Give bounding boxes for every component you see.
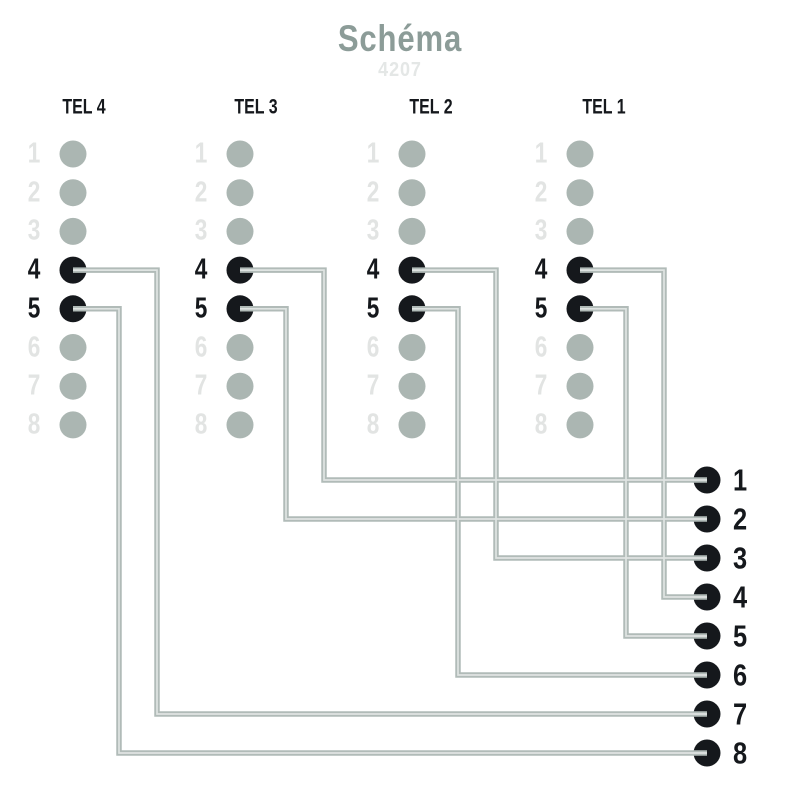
tel-3-pin-7-dot [226,372,254,400]
tel-4-pin-1-dot [59,140,87,168]
tel-4-pin-8-label: 8 [27,408,41,441]
wire-tel-1-pin-4-to-out-4-core [580,269,707,598]
schema-number: 4207 [378,59,422,81]
tel-3-pin-3-label: 3 [194,214,208,247]
tel-4-pin-1-label: 1 [27,137,41,170]
tel-4-pin-5-label: 5 [27,292,41,325]
out-pin-4-label: 4 [733,579,748,615]
tel-4-pin-8-dot [59,411,87,439]
tel-1-pin-5-label: 5 [534,292,548,325]
tel-3-pin-2-label: 2 [194,176,208,209]
tel-2-pin-8-label: 8 [366,408,380,441]
tel-4-pin-6-dot [59,334,87,361]
tel-1-pin-8-dot [566,411,594,439]
wire-tel-3-pin-5-to-out-2-core [240,307,707,520]
tel-2-header: TEL 2 [409,95,453,119]
tel-2-pin-6-dot [398,334,426,361]
tel-4-pin-3-label: 3 [27,214,41,247]
out-pin-3-label: 3 [733,540,748,576]
tel-2-pin-7-label: 7 [366,369,380,402]
tel-1-pin-1-dot [566,140,594,168]
tel-4-pin-2-label: 2 [27,176,41,209]
wire-tel-1-pin-5-to-out-5 [580,306,707,639]
tel-2-pin-3-dot [398,217,426,245]
tel-3-pin-3-dot [226,217,254,245]
tel-3-pin-8-label: 8 [194,408,208,441]
page-title: Schéma [337,18,463,59]
tel-2-pin-1-dot [398,140,426,168]
tel-3-pin-6-label: 6 [194,331,208,363]
tel-4-pin-3-dot [59,217,87,245]
tel-2-pin-3-label: 3 [366,214,380,247]
tel-4-pin-4-label: 4 [27,253,41,286]
tel-1-pin-7-label: 7 [534,369,548,402]
tel-1-pin-4-label: 4 [534,253,548,286]
tel-3-pin-5-label: 5 [194,292,208,325]
out-pin-5-label: 5 [733,618,748,654]
tel-1-pin-8-label: 8 [534,408,548,441]
tel-3-pin-8-dot [226,411,254,439]
tel-1-pin-2-dot [566,179,594,207]
wire-tel-3-pin-5-to-out-2 [240,306,707,522]
wire-tel-1-pin-4-to-out-4 [580,267,707,600]
tel-1-pin-3-dot [566,217,594,245]
wire-tel-4-pin-4-to-out-7-core [73,269,707,715]
tel-3-pin-6-dot [226,334,254,361]
wire-tel-1-pin-5-to-out-5-core [580,307,707,637]
tel-1-pin-6-label: 6 [534,331,548,363]
tel-2-pin-7-dot [398,372,426,400]
wire-tel-4-pin-5-to-out-8-core [73,307,707,754]
wire-tel-4-pin-4-to-out-7 [73,267,707,717]
out-pin-8-label: 8 [733,735,748,771]
out-pin-2-label: 2 [733,501,748,537]
tel-2-pin-6-label: 6 [366,331,380,363]
wire-tel-2-pin-4-to-out-3-core [412,269,707,559]
tel-4-pin-6-label: 6 [27,331,41,363]
tel-1-pin-6-dot [566,334,594,361]
tel-1-pin-7-dot [566,372,594,400]
wire-tel-3-pin-4-to-out-1-core [240,269,707,481]
tel-2-pin-8-dot [398,411,426,439]
tel-3-pin-4-label: 4 [194,253,208,286]
tel-2-pin-5-label: 5 [366,292,380,325]
tel-2-pin-2-dot [398,179,426,207]
tel-1-pin-3-label: 3 [534,214,548,247]
tel-2-pin-1-label: 1 [366,137,380,170]
tel-3-header: TEL 3 [234,95,278,119]
wire-tel-3-pin-4-to-out-1 [240,267,707,483]
out-pin-6-label: 6 [733,657,748,693]
wire-tel-4-pin-5-to-out-8 [73,306,707,756]
tel-4-pin-7-label: 7 [27,369,41,402]
tel-3-pin-1-dot [226,140,254,168]
tel-2-pin-4-label: 4 [366,253,380,286]
out-pin-1-label: 1 [733,462,748,498]
tel-1-header: TEL 1 [582,95,626,119]
tel-4-header: TEL 4 [62,95,106,119]
tel-3-pin-2-dot [226,179,254,207]
tel-4-pin-7-dot [59,372,87,400]
tel-2-pin-2-label: 2 [366,176,380,209]
tel-1-pin-2-label: 2 [534,176,548,209]
tel-3-pin-1-label: 1 [194,137,208,170]
wire-tel-2-pin-5-to-out-6-core [412,307,707,676]
out-pin-7-label: 7 [733,696,748,732]
tel-1-pin-1-label: 1 [534,137,548,170]
tel-3-pin-7-label: 7 [194,369,208,402]
tel-4-pin-2-dot [59,179,87,207]
